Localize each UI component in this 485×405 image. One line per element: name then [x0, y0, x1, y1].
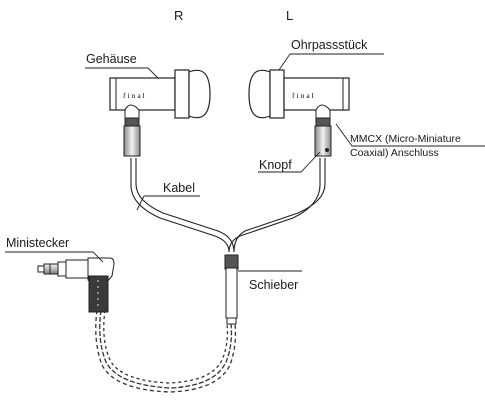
label-cable: Kabel: [163, 181, 195, 195]
earphone-right: [109, 69, 211, 157]
side-label-left: L: [286, 8, 294, 23]
label-slider: Schieber: [249, 278, 299, 292]
label-eartip: Ohrpassstück: [291, 38, 368, 52]
braided-cable: [95, 309, 237, 393]
label-knob: Knopf: [259, 158, 292, 172]
side-label-right: R: [174, 8, 184, 23]
label-mmcx-line1: MMCX (Micro-Miniature: [350, 133, 461, 145]
brand-right: final: [123, 91, 147, 100]
earphone-left: [248, 69, 350, 157]
label-mini-plug: Ministecker: [6, 236, 70, 250]
brand-left: final: [292, 91, 316, 100]
mini-plug: [37, 257, 115, 313]
upper-cables: [130, 158, 326, 253]
label-housing: Gehäuse: [86, 52, 137, 66]
label-mmcx-line2: Coaxial) Anschluss: [350, 147, 439, 159]
slider: [224, 254, 239, 325]
leader-lines: [5, 53, 485, 272]
